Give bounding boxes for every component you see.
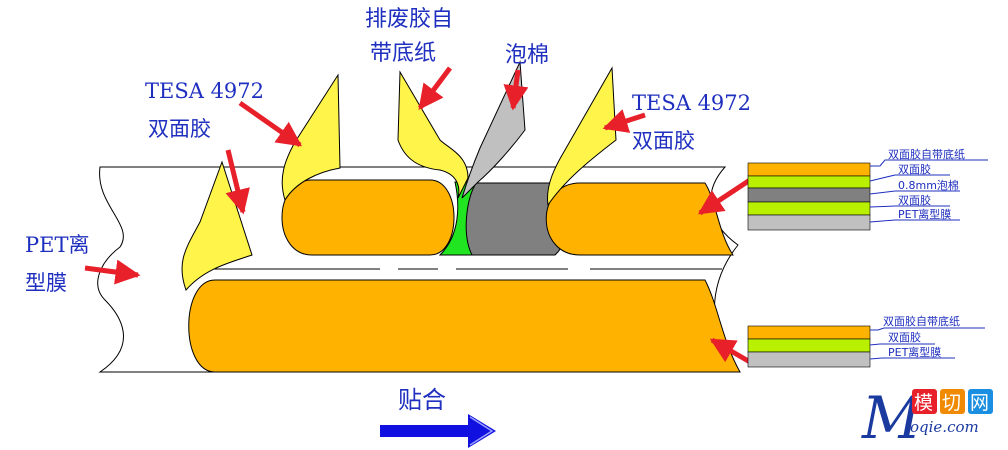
tesa-top-left-liner-strip	[281, 73, 341, 202]
stack-top-label-1: 双面胶自带底纸	[888, 147, 965, 161]
stack-top-foam-swatch	[747, 187, 871, 203]
top-layer-stack: 双面胶自带底纸 双面胶 0.8mm泡棉 双面胶 PET离型膜	[747, 147, 988, 231]
logo-char-1: 模	[914, 392, 933, 414]
tesa-left-label-line2: 双面胶	[148, 117, 211, 141]
laminate-direction-arrow	[380, 414, 496, 448]
waste-liner-strip	[397, 70, 469, 199]
arrow-to-tesa-right	[602, 109, 646, 133]
logo-tile-1	[912, 389, 937, 414]
upper-left-tape	[281, 179, 455, 256]
stack-bottom-label-1: 双面胶自带底纸	[883, 314, 960, 328]
logo-tile-2	[940, 389, 965, 414]
arrow-to-tesa-left-lower	[225, 149, 250, 215]
arrow-to-lower-tape	[709, 337, 752, 365]
tesa-left-liner-strip	[181, 160, 253, 291]
red-pointer-arrows	[84, 66, 752, 365]
stack-bottom-pet-swatch	[747, 351, 871, 368]
pet-label-line2: 型膜	[25, 271, 67, 295]
tesa-left-label-line1: TESA 4972	[145, 79, 264, 103]
tesa-right-label-line2: 双面胶	[632, 129, 695, 153]
stack-bottom-label-3: PET离型膜	[888, 345, 941, 359]
pet-label-line1: PET离	[25, 233, 89, 257]
waste-label-line2: 带底纸	[370, 41, 436, 66]
tesa-right-label-line1: TESA 4972	[632, 91, 751, 115]
stack-top-label-2: 双面胶	[898, 162, 931, 176]
arrow-to-waste-strip	[418, 66, 452, 110]
tesa-right-liner-strip	[547, 66, 617, 207]
arrow-to-upper-right-tape	[697, 177, 752, 216]
stack-top-label-5: PET离型膜	[898, 207, 951, 221]
upper-right-tape	[545, 182, 734, 256]
stack-bottom-adhesive-swatch	[747, 338, 871, 353]
stack-bottom-label-2: 双面胶	[888, 330, 921, 344]
laminate-label: 贴合	[398, 386, 446, 414]
waste-label-line1: 排废胶自	[365, 7, 453, 32]
lower-double-sided-tape	[188, 279, 741, 373]
logo-char-3: 网	[970, 392, 989, 414]
arrow-to-foam-strip	[503, 69, 529, 111]
moqie-logo: M 模 切 网 oqie.com	[861, 384, 993, 450]
stack-bottom-liner-swatch	[747, 325, 871, 340]
stack-top-liner-swatch	[747, 162, 871, 177]
bottom-layer-stack: 双面胶自带底纸 双面胶 PET离型膜	[747, 314, 985, 368]
stack-top-label-4: 双面胶	[898, 193, 931, 207]
logo-tile-3	[968, 389, 993, 414]
arrow-to-pet	[84, 259, 141, 285]
logo-char-2: 切	[942, 392, 961, 414]
stack-top-pet-swatch	[747, 214, 871, 231]
stack-top-label-3: 0.8mm泡棉	[898, 178, 959, 192]
arrow-to-tesa-left-top	[238, 100, 303, 148]
logo-domain: oqie.com	[910, 418, 979, 436]
foam-label: 泡棉	[505, 43, 549, 68]
stack-top-adhesive2-swatch	[747, 201, 871, 216]
stack-top-adhesive1-swatch	[747, 175, 871, 189]
